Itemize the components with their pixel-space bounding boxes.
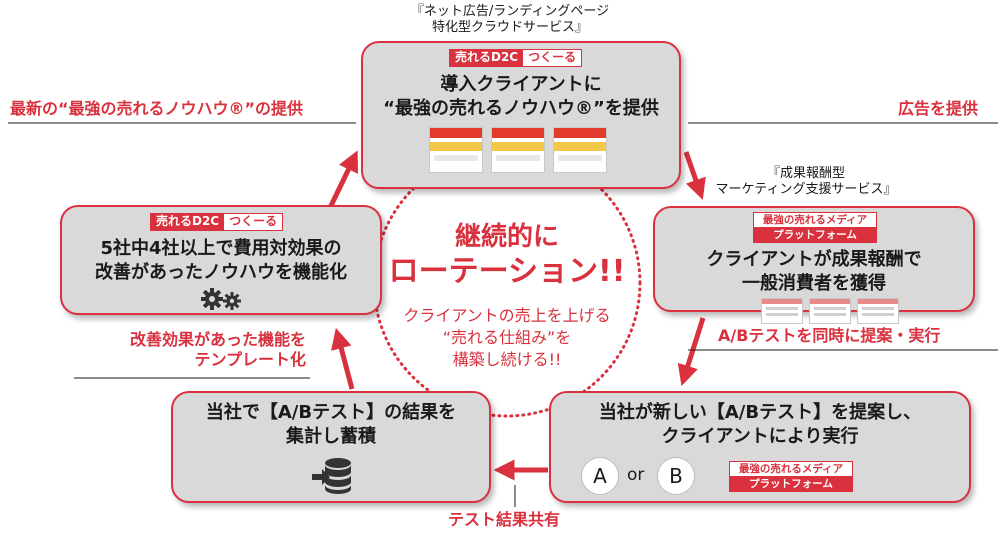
d2c-tag: 売れるD2C つくーる [449, 49, 583, 67]
label-bottom: テスト結果共有 [448, 510, 561, 529]
gears-icon [201, 288, 241, 310]
media-platform-tag-2: 最強の売れるメディア プラットフォーム [729, 461, 853, 492]
label-top-right: 広告を提供 [898, 99, 979, 118]
label-top-left: 最新の“最強の売れるノウハウ®”の提供 [10, 99, 304, 118]
box-bottom-right-text: 当社が新しい【A/Bテスト】を提案し、 クライアントにより実行 [598, 402, 922, 447]
arrow-top-to-right [683, 151, 706, 200]
or-text: or [627, 465, 645, 485]
box-bottom-right-propose-test: 当社が新しい【A/Bテスト】を提案し、 クライアントにより実行 A or B 最… [549, 391, 971, 503]
center-title-1: 継続的に [454, 222, 559, 252]
center-subtitle: クライアントの売上を上げる “売れる仕組み”を 構築し続ける!! [403, 306, 611, 369]
arrow-right-to-bottom-right [677, 317, 706, 387]
media-thumbnail-3 [857, 298, 899, 324]
label-right: A/Bテストを同時に提案・実行 [718, 326, 941, 345]
media-platform-tag: 最強の売れるメディア プラットフォーム [753, 212, 877, 243]
lp-thumbnail-1 [429, 127, 483, 173]
media-thumbnail-2 [809, 298, 851, 324]
box-right-acquire-consumers: 最強の売れるメディア プラットフォーム クライアントが成果報酬で 一般消費者を獲… [653, 206, 975, 324]
box-bottom-left-text: 当社で【A/Bテスト】の結果を 集計し蓄積 [205, 402, 457, 447]
center-title-2: ローテーション!! [388, 254, 626, 289]
box-top-provide-knowhow: 売れるD2C つくーる 導入クライアントに “最強の売れるノウハウ®”を提供 [361, 41, 681, 189]
database-import-icon [312, 458, 351, 494]
label-left: 改善効果があった機能を テンプレート化 [129, 330, 306, 369]
media-thumbnail-1 [761, 298, 803, 324]
variant-a-circle: A [581, 457, 619, 495]
box-left-text: 5社中4社以上で費用対効果の 改善があったノウハウを機能化 [95, 238, 347, 283]
d2c-tag-2: 売れるD2C つくーる [150, 213, 284, 231]
lp-thumbnail-2 [491, 127, 545, 173]
box-left-functionalize: 売れるD2C つくーる 5社中4社以上で費用対効果の 改善があったノウハウを機能… [60, 205, 382, 315]
right-service-caption: 『成果報酬型 マーケティング支援サービス』 [715, 166, 897, 197]
lp-thumbnail-3 [553, 127, 607, 173]
arrow-left-to-top [325, 150, 358, 214]
top-service-caption: 『ネット広告/ランディングページ 特化型クラウドサービス』 [410, 4, 610, 35]
box-right-text: クライアントが成果報酬で 一般消費者を獲得 [706, 249, 922, 294]
box-bottom-left-aggregate: 当社で【A/Bテスト】の結果を 集計し蓄積 [171, 391, 491, 503]
variant-b-circle: B [657, 457, 695, 495]
arrow-bottom-left-to-left [331, 327, 355, 390]
box-top-text: 導入クライアントに “最強の売れるノウハウ®”を提供 [383, 74, 659, 119]
